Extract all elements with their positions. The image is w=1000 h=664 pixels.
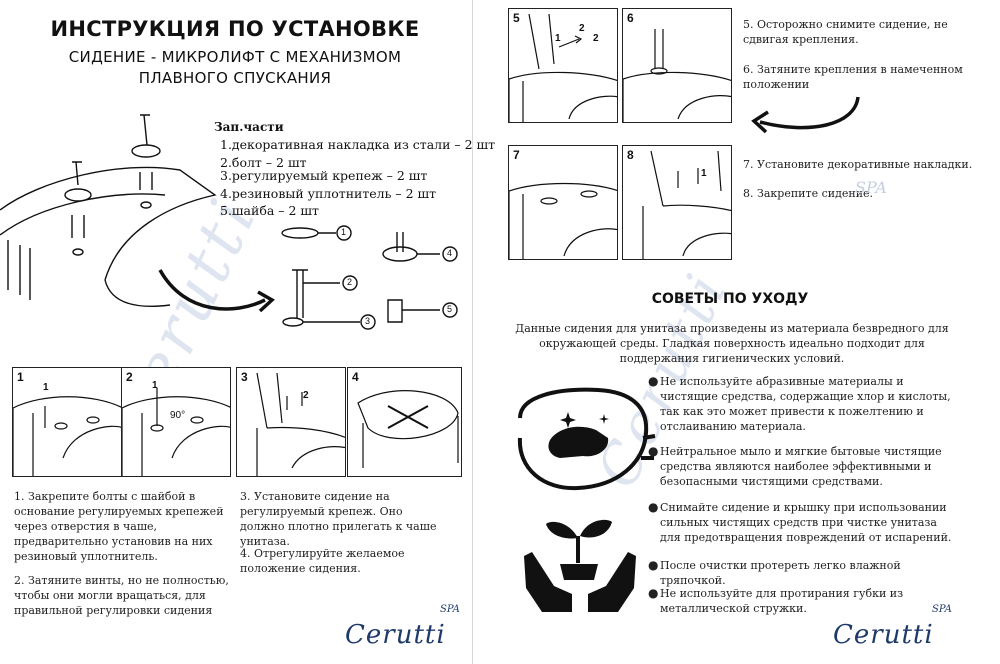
bullet-icon: ● [648, 374, 659, 388]
step-1-text: 1. Закрепите болты с шайбой в основание … [14, 490, 224, 563]
step-6-illustration: 6 [622, 8, 732, 123]
page-title: ИНСТРУКЦИЯ ПО УСТАНОВКЕ [50, 17, 420, 41]
page-divider [472, 0, 473, 664]
eco-hands-sprout-icon [524, 519, 636, 612]
step-8-text: 8. Закрепите сидение. [743, 187, 874, 200]
page-subtitle-line2: ПЛАВНОГО СПУСКАНИЯ [138, 69, 332, 87]
brand-mark-watermark: SPA [855, 178, 887, 197]
step-4-text: 4. Отрегулируйте желаемое положение сиде… [240, 547, 405, 575]
bullet-icon: ● [648, 586, 659, 600]
step-2-angle: 90° [170, 410, 186, 421]
care-tip-text: После очистки протереть легко влажной тр… [660, 559, 901, 587]
step-2-arrow-label: 1 [152, 380, 158, 391]
step-1-arrow-label: 1 [43, 382, 49, 393]
care-intro: Данные сидения для унитаза произведены и… [515, 322, 949, 365]
care-tip: ●Не используйте для протирания губки из … [648, 586, 960, 616]
care-tip: ●Нейтральное мыло и мягкие бытовые чистя… [648, 444, 960, 489]
parts-list-item: 4.резиновый уплотнитель – 2 шт [220, 186, 437, 201]
care-tip-text: Снимайте сидение и крышку при использова… [660, 501, 952, 544]
cleaning-hand-icon [517, 387, 656, 491]
callout-5: 5 [447, 304, 453, 314]
step-5-number: 5 [513, 11, 520, 25]
parts-list-item: 5.шайба – 2 шт [220, 203, 319, 218]
bullet-icon: ● [648, 558, 659, 572]
step-3-arrow-label: 2 [303, 390, 309, 401]
parts-list-title: Зап.части [214, 120, 284, 134]
step-3-text: 3. Установите сидение на регулируемый кр… [240, 490, 437, 548]
step-6-text: 6. Затяните крепления в намеченном полож… [743, 63, 963, 91]
care-tip: ●После очистки протереть легко влажной т… [648, 558, 960, 588]
page-subtitle-line1: СИДЕНИЕ - МИКРОЛИФТ С МЕХАНИЗМОМ [68, 48, 402, 66]
brand-logo-right: Cerutti [833, 620, 934, 650]
step-2-text: 2. Затяните винты, но не полностью, чтоб… [14, 574, 229, 617]
parts-list-item: 3.регулируемый крепеж – 2 шт [220, 168, 428, 183]
parts-list-item: 1.декоративная накладка из стали – 2 шт [220, 137, 496, 152]
step-1-number: 1 [17, 370, 24, 384]
step-4-illustration: 4 [347, 367, 462, 477]
callout-2: 2 [347, 277, 353, 287]
step-2-number: 2 [126, 370, 133, 384]
callout-3: 3 [365, 316, 371, 326]
care-tip: ●Снимайте сидение и крышку при использов… [648, 500, 960, 545]
step-5-text: 5. Осторожно снимите сидение, не сдвигая… [743, 18, 948, 46]
step-3-illustration: 3 2 [236, 367, 346, 477]
step-8-illustration: 8 1 [622, 145, 732, 260]
brand-mark-left: SPA [440, 604, 460, 615]
brand-mark-right: SPA [932, 604, 952, 615]
care-tip-text: Не используйте для протирания губки из м… [660, 587, 904, 615]
step-5-label-c: 1 [555, 33, 561, 44]
care-tip-text: Нейтральное мыло и мягкие бытовые чистящ… [660, 445, 942, 488]
callout-4: 4 [447, 248, 453, 258]
callout-1: 1 [341, 227, 347, 237]
care-section-title: СОВЕТЫ ПО УХОДУ [651, 291, 809, 307]
step-7-number: 7 [513, 148, 520, 162]
care-tip: ●Не используйте абразивные материалы и ч… [648, 374, 960, 434]
parts-list-item: 2.болт – 2 шт [220, 155, 307, 170]
step-7-text: 7. Установите декоративные накладки. [743, 158, 973, 171]
bullet-icon: ● [648, 500, 659, 514]
step-5-illustration: 5 2 2 1 [508, 8, 618, 123]
step-3-number: 3 [241, 370, 248, 384]
step-8-label: 1 [701, 168, 707, 179]
step-5-label-b: 2 [593, 33, 599, 44]
parts-exploded-illustration [0, 114, 458, 330]
step-7-illustration: 7 [508, 145, 618, 260]
step-2-illustration: 2 90° 1 [121, 367, 231, 477]
step-6-number: 6 [627, 11, 634, 25]
step-5-label-a: 2 [579, 23, 585, 34]
step-8-number: 8 [627, 148, 634, 162]
step-1-illustration: 1 1 [12, 367, 122, 477]
step-4-number: 4 [352, 370, 359, 384]
bullet-icon: ● [648, 444, 659, 458]
care-tip-text: Не используйте абразивные материалы и чи… [660, 375, 951, 433]
brand-logo-left: Cerutti [345, 620, 446, 650]
